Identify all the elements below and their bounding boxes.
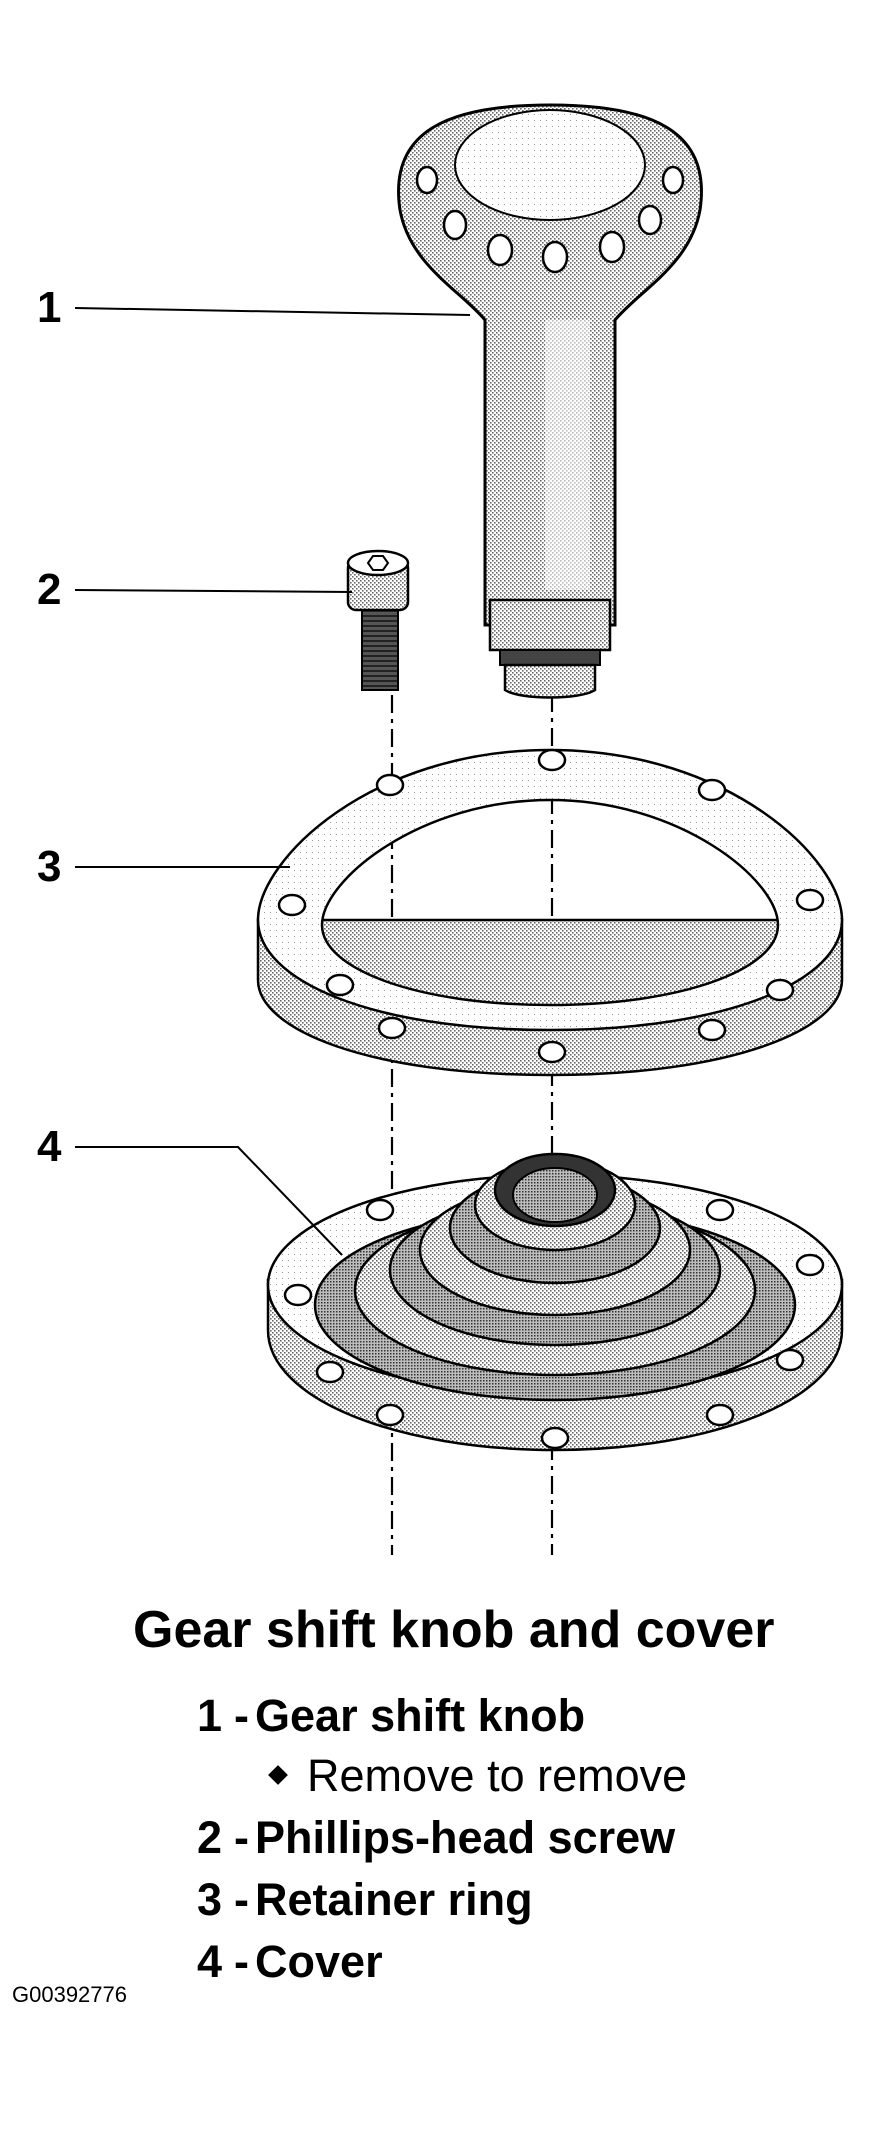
legend-dash: - bbox=[234, 1812, 250, 1863]
cover-illustration bbox=[266, 1152, 844, 1452]
legend-label: Gear shift knob bbox=[255, 1690, 586, 1741]
legend-label: Retainer ring bbox=[255, 1874, 533, 1925]
legend-label: Phillips-head screw bbox=[255, 1812, 676, 1863]
legend-number: 3 bbox=[197, 1874, 223, 1925]
leader-lines bbox=[74, 307, 471, 1256]
legend-number: 4 bbox=[197, 1936, 223, 1987]
legend-dash: - bbox=[234, 1936, 250, 1987]
legend-number: 2 bbox=[197, 1812, 223, 1863]
callout-2: 2 bbox=[37, 565, 62, 614]
legend-label: Cover bbox=[255, 1936, 383, 1987]
legend-item: 1-Gear shift knob bbox=[197, 1690, 585, 1742]
legend-note: Remove to remove bbox=[265, 1750, 687, 1802]
legend-number: 1 bbox=[197, 1690, 223, 1741]
legend-item: 3-Retainer ring bbox=[197, 1874, 533, 1926]
legend-dash: - bbox=[234, 1874, 250, 1925]
figure-id: G00392776 bbox=[12, 1982, 127, 2007]
callout-4: 4 bbox=[37, 1122, 62, 1171]
gear-shift-knob-illustration bbox=[397, 103, 703, 699]
caption-title: Gear shift knob and cover bbox=[133, 1601, 775, 1659]
exploded-view-diagram bbox=[74, 103, 844, 1555]
legend-dash: - bbox=[234, 1690, 250, 1741]
screw-illustration bbox=[346, 549, 410, 691]
legend-note-text: Remove to remove bbox=[307, 1750, 688, 1801]
legend-item: 4-Cover bbox=[197, 1936, 383, 1988]
callout-1: 1 bbox=[37, 283, 62, 332]
legend-item: 2-Phillips-head screw bbox=[197, 1812, 675, 1864]
callout-3: 3 bbox=[37, 842, 62, 891]
diamond-bullet-icon bbox=[268, 1765, 288, 1786]
retainer-ring-illustration bbox=[256, 748, 844, 1077]
